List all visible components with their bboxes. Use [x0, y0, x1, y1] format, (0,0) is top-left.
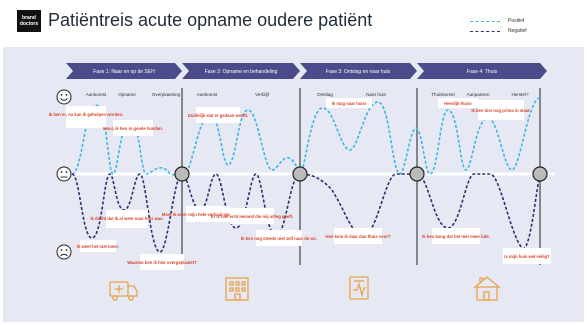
phase-arrow-1: [66, 63, 182, 79]
moment-label: Verblijf: [255, 92, 270, 97]
phase-arrow-2: [182, 63, 300, 79]
moment-label: Aankomst: [86, 92, 107, 97]
moment-label: Ontslag: [317, 92, 333, 97]
happy-face-icon: [56, 89, 72, 105]
phase-label-3: Fase 3: Ontslag en naar huis: [326, 69, 391, 75]
legend-negative: Negatief: [470, 28, 570, 36]
legend-positive: Positief: [470, 18, 570, 26]
negative-quotes: Ik weet het niet meer. Ik dacht dat ik a…: [77, 206, 551, 270]
quote-text: Waarom ben ik hier overgeplaatst?: [127, 260, 197, 265]
moment-label: Aankomst: [197, 92, 218, 97]
quote-bubble: [196, 107, 240, 123]
hospital-building-icon: [225, 277, 249, 301]
quote-bubble: [230, 208, 274, 224]
ambulance-icon: [109, 281, 138, 301]
phase-arrow-3: [300, 63, 417, 79]
quote-text: Heerlijk thuis!: [444, 101, 472, 106]
phase-label-4: Fase 4: Thuis: [467, 69, 498, 75]
quote-text: Is mijn huis wel veilig?: [504, 254, 550, 259]
sad-face-icon: [56, 244, 72, 260]
quote-bubble: [326, 98, 372, 108]
quote-text: Ik ben hier nog prima in staat.: [471, 108, 530, 113]
journey-panel: [3, 47, 584, 322]
phase-label-1: Fase 1: Naar en op de SEH: [93, 69, 155, 75]
journey-node: [174, 166, 190, 182]
quote-bubble: [106, 210, 148, 228]
discharge-document-icon: [349, 276, 369, 300]
journey-nodes: [174, 166, 548, 182]
quote-text: Hoe kom ik daar dan thuis voor?: [326, 234, 391, 239]
quote-bubble: [432, 228, 480, 244]
moment-label: Aanpassen: [467, 92, 490, 97]
quote-bubble: [113, 120, 153, 136]
journey-node: [409, 166, 425, 182]
quote-text: Ik ben nog steeds niet zelf naar de wc.: [241, 236, 317, 241]
quote-bubble: [256, 230, 302, 246]
moment-label: Thuiskomst: [431, 92, 455, 97]
legend: Positief Negatief: [470, 18, 580, 40]
legend-positive-label: Positief: [508, 18, 525, 24]
quote-bubble: [334, 228, 382, 244]
moment-label: Opname: [118, 92, 136, 97]
logo-line-2: doctors: [19, 21, 39, 27]
moment-labels: Aankomst Opname Overplaatsing Aankomst V…: [86, 92, 529, 97]
quote-text: Duidelijk wat er gedaan wordt.: [188, 113, 248, 118]
neutral-face-icon: [56, 166, 72, 182]
phase-arrow-4: [417, 63, 547, 79]
quote-text: Ik mag naar huis!: [332, 101, 366, 106]
quote-text: Ik ben er, nu kan ik geholpen worden.: [49, 112, 123, 117]
quote-bubble: [66, 106, 106, 128]
quote-bubble: [438, 98, 478, 108]
quote-text: Mooi, ik ben in goede handen.: [103, 126, 163, 131]
quote-text: Ik ben bang dat het niet meer lukt.: [422, 234, 490, 239]
page-title: Patiëntreis acute opname oudere patiënt: [48, 10, 373, 30]
moment-label: Naar huis: [366, 92, 386, 97]
quote-text: Er is niet echt iemand die mij uitleg ge…: [211, 214, 293, 219]
quote-bubble: [140, 254, 184, 270]
quote-bubble: [186, 206, 230, 222]
positive-curve: [71, 97, 541, 176]
brand-logo: brand doctors: [17, 10, 41, 32]
quote-text: Ik weet het niet meer.: [77, 244, 119, 249]
legend-positive-swatch: [470, 21, 500, 22]
logo-line-1: brand: [22, 15, 36, 21]
quote-bubble: [503, 248, 551, 264]
moment-label: Overplaatsing: [152, 92, 181, 97]
phase-label-2: Fase 2: Opname en behandeling: [205, 69, 278, 75]
phase-bar: Fase 1: Naar en op de SEH Fase 2: Opname…: [66, 63, 547, 79]
quote-bubble: [80, 240, 116, 252]
journey-node: [292, 166, 308, 182]
quote-bubble: [478, 100, 524, 120]
legend-negative-label: Negatief: [508, 28, 527, 34]
legend-negative-swatch: [470, 31, 500, 32]
quote-text: Ik dacht dat ik al weer naar huis was.: [90, 216, 163, 221]
header: brand doctors Patiëntreis acute opname o…: [0, 0, 587, 42]
moment-label: Herstel?: [511, 92, 529, 97]
positive-quotes: Ik ben er, nu kan ik geholpen worden. Mo…: [49, 98, 531, 136]
home-icon: [473, 276, 501, 301]
quote-text: Moet ik weer mijn hele verhaal opnieuw d…: [162, 212, 255, 217]
journey-node: [532, 166, 548, 182]
